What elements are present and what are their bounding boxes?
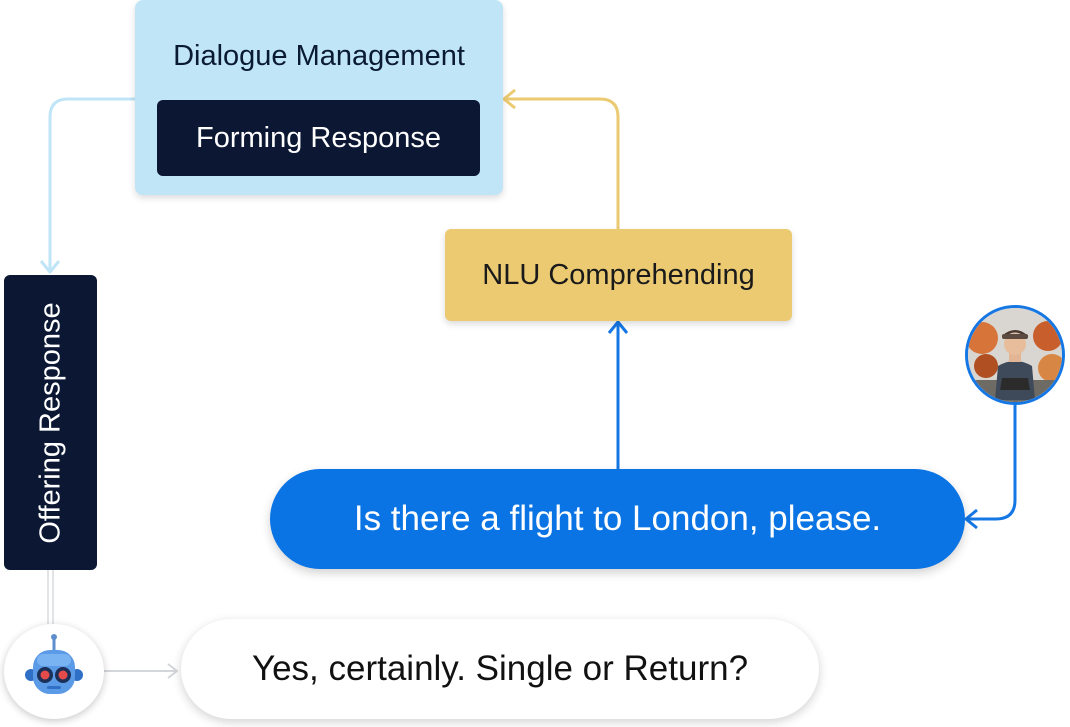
bot-message-bubble: Yes, certainly. Single or Return?: [181, 619, 819, 719]
bot-to-bubble-arrowhead: [167, 663, 178, 679]
forming-response-box: Forming Response: [157, 100, 480, 176]
nlu-to-dm-arrowhead: [502, 88, 516, 110]
avatar-to-bubble-arrowhead: [964, 508, 978, 530]
nlu-to-dm-connector: [506, 97, 620, 229]
offering-response-label: Offering Response: [34, 301, 66, 544]
user-avatar: [965, 305, 1065, 405]
dialogue-management-title: Dialogue Management: [173, 40, 465, 72]
robot-icon: [25, 634, 83, 694]
dm-to-offering-arrowhead: [39, 260, 61, 274]
avatar-to-bubble-connector: [968, 405, 1017, 521]
offering-to-bot-connector: [47, 570, 54, 624]
user-to-nlu-arrowhead: [607, 320, 629, 334]
user-photo-icon: [968, 308, 1062, 402]
bot-avatar: [4, 624, 104, 719]
nlu-comprehending-box: NLU Comprehending: [445, 229, 792, 321]
dm-to-offering-connector: [48, 97, 135, 270]
user-message-bubble: Is there a flight to London, please.: [270, 469, 965, 569]
offering-response-box: Offering Response: [4, 275, 97, 570]
